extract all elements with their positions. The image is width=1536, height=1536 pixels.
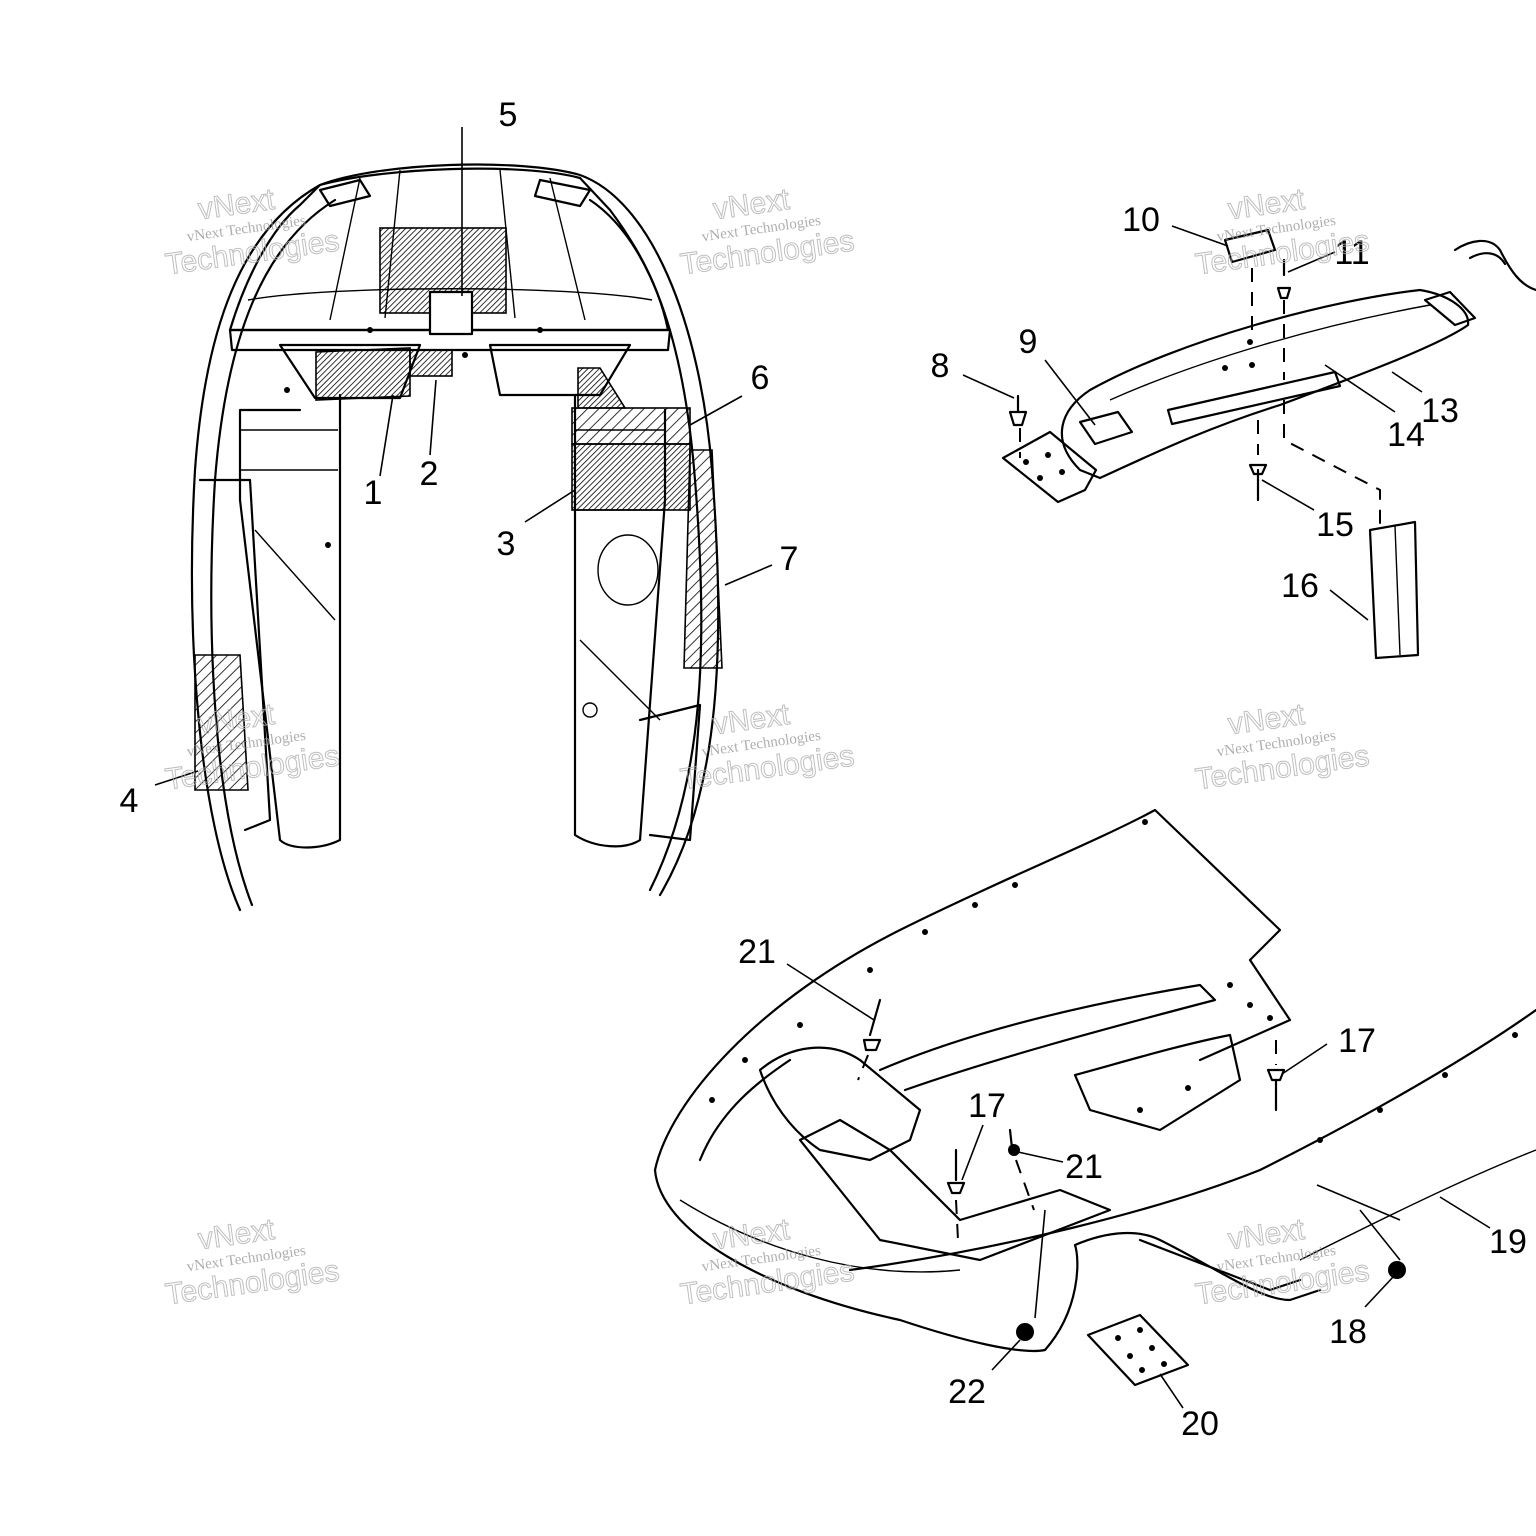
hood-assembly: [190, 163, 723, 912]
watermark-2: vNext Technologies vNext Technologies: [678, 182, 857, 282]
callout-15: 15: [1316, 506, 1354, 544]
seat-assembly: [1001, 228, 1536, 660]
decal-6: [571, 407, 691, 445]
nosepan-assembly: [653, 808, 1536, 1387]
decal-3: [571, 443, 691, 511]
strip-14: [1166, 370, 1342, 426]
callout-21-left: 21: [738, 933, 776, 971]
leader-lines: [154, 127, 1491, 1409]
callout-4: 4: [120, 782, 139, 820]
callout-19: 19: [1489, 1223, 1527, 1261]
decal-4: [194, 654, 249, 791]
clip-10: [1223, 228, 1277, 264]
bumper-18: [1388, 1261, 1406, 1279]
callout-2: 2: [420, 455, 439, 493]
decal-2: [409, 349, 453, 377]
callout-16: 16: [1281, 567, 1319, 605]
callout-9: 9: [1019, 323, 1038, 361]
callout-13: 13: [1421, 392, 1459, 430]
callout-10: 10: [1122, 201, 1160, 239]
callout-22: 22: [948, 1373, 986, 1411]
bumper-22: [1016, 1323, 1034, 1341]
callout-numbers: 5 1 2 3 4 6 7 8 9 10 11 13 14 15 16 17 1…: [120, 96, 1527, 1443]
callout-8: 8: [931, 347, 950, 385]
watermark-8: vNext Technologies vNext Technologies: [678, 1212, 857, 1312]
label-9: [1078, 410, 1134, 446]
watermark-6: vNext Technologies vNext Technologies: [1193, 697, 1372, 797]
callout-11: 11: [1334, 234, 1369, 272]
decal-1: [315, 347, 411, 401]
plate-20: [1086, 1313, 1190, 1387]
callout-21-center: 21: [1065, 1148, 1103, 1186]
callout-17-center: 17: [968, 1087, 1006, 1125]
callout-7: 7: [780, 540, 799, 578]
callout-17-right: 17: [1338, 1022, 1376, 1060]
callout-20: 20: [1181, 1405, 1219, 1443]
pad-16: [1368, 520, 1420, 660]
callout-3: 3: [497, 525, 516, 563]
callout-5: 5: [499, 96, 518, 134]
decal-7: [683, 449, 723, 669]
callout-6: 6: [751, 359, 770, 397]
watermark-4: vNext Technologies vNext Technologies: [163, 697, 342, 797]
callout-14: 14: [1387, 416, 1425, 454]
callout-1: 1: [364, 474, 383, 512]
strip-19: [1299, 1149, 1536, 1261]
watermark-7: vNext Technologies vNext Technologies: [163, 1212, 342, 1312]
callout-18: 18: [1329, 1313, 1367, 1351]
watermark-9: vNext Technologies vNext Technologies: [1193, 1212, 1372, 1312]
